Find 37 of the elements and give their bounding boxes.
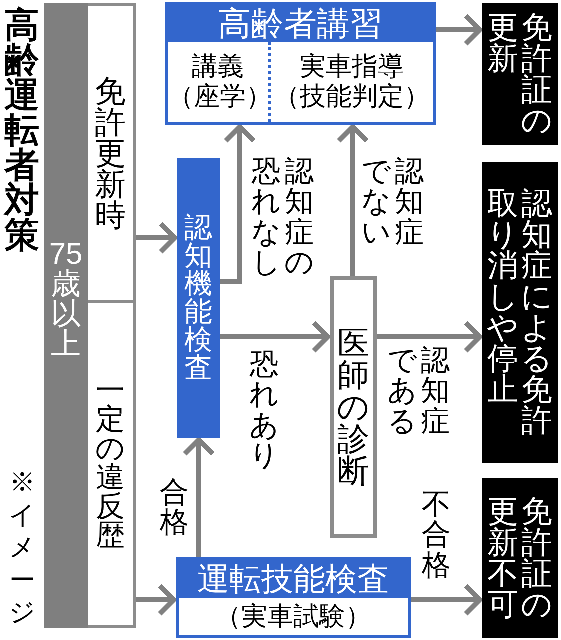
arrow bbox=[436, 14, 482, 46]
outcome-label: 認知症による免許取り消しや停止 bbox=[486, 188, 554, 437]
outcome-box bbox=[482, 3, 558, 145]
course-title: 高齢者講習 bbox=[218, 6, 383, 42]
branch-label: 合格 bbox=[158, 478, 191, 539]
trigger-label: 免許更新時 bbox=[94, 76, 127, 230]
test-box bbox=[176, 557, 411, 638]
arrow bbox=[377, 320, 482, 354]
diagram-title: 高齢運転者対策 bbox=[2, 8, 40, 253]
branch-label: 不合格 bbox=[420, 490, 453, 582]
trigger-box bbox=[88, 303, 136, 628]
branch-label: 恐れあり bbox=[248, 350, 281, 472]
age-label: 75歳以上 bbox=[48, 240, 84, 360]
test-label: 運転技能検査 bbox=[198, 562, 390, 597]
arrow bbox=[220, 124, 256, 284]
trigger-label: 一定の違反歴 bbox=[94, 377, 126, 551]
outcome-label: 免許証の更新不可 bbox=[486, 496, 554, 620]
outcome-box bbox=[482, 162, 558, 463]
diagnosis-label: 医師の診断 bbox=[336, 327, 371, 487]
arrow bbox=[336, 124, 370, 276]
arrow bbox=[411, 584, 482, 616]
trigger-box bbox=[88, 3, 136, 303]
arrow bbox=[136, 222, 178, 254]
arrow bbox=[182, 438, 216, 557]
note-text: ※イメージ bbox=[8, 466, 37, 628]
course-item: 実車指導（技能判定） bbox=[273, 52, 431, 112]
outcome-label: 免許証の更新 bbox=[486, 12, 554, 136]
arrow bbox=[220, 320, 330, 354]
test-subtitle: （実車試験） bbox=[216, 602, 372, 631]
test-box bbox=[177, 158, 220, 438]
test-label: 認知機能検査 bbox=[184, 214, 214, 382]
course-item: 講義（座学） bbox=[168, 52, 268, 112]
course-box bbox=[165, 2, 436, 125]
arrow bbox=[136, 584, 176, 616]
outcome-box bbox=[482, 478, 558, 638]
diagnosis-box bbox=[330, 276, 377, 538]
age-band bbox=[44, 3, 88, 628]
